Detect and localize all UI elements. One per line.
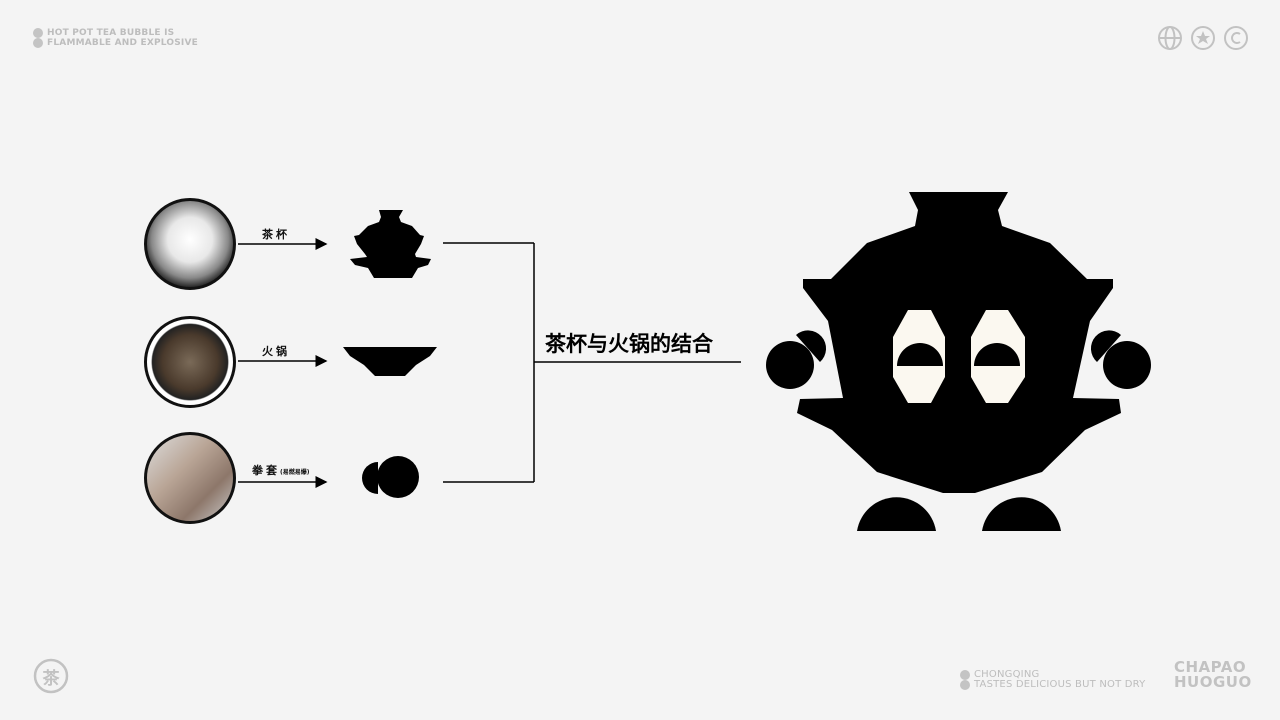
tagline-line-1: HOT POT TEA BUBBLE IS — [47, 28, 175, 38]
copyright-icon[interactable] — [1224, 26, 1248, 50]
left-hand-thumb — [796, 330, 827, 362]
teacup-photo — [144, 198, 236, 290]
left-pupil — [897, 343, 943, 366]
left-hand — [766, 341, 814, 389]
right-pupil — [974, 343, 1020, 366]
mascot-body — [797, 192, 1121, 493]
footer-slogan: CHONGQING TASTES DELICIOUS BUT NOT DRY — [960, 669, 1146, 690]
tea-logo-char: 茶 — [42, 669, 60, 689]
footer-slogan-text: TASTES DELICIOUS BUT NOT DRY — [974, 679, 1146, 690]
footer-city: CHONGQING — [974, 669, 1040, 680]
item-label-glove: 拳套(易燃易爆) — [252, 464, 310, 477]
item-label-teacup: 茶杯 — [262, 228, 290, 241]
hotpot-silhouette-icon — [343, 347, 437, 376]
dots-icon — [33, 28, 43, 48]
tagline-line-2: FLAMMABLE AND EXPLOSIVE — [47, 38, 198, 48]
teacup-silhouette-icon — [350, 210, 431, 278]
brand-line-1: CHAPAO — [1174, 658, 1247, 676]
item-note: (易燃易爆) — [280, 469, 310, 476]
glove-photo — [144, 432, 236, 524]
header-tagline: HOT POT TEA BUBBLE IS FLAMMABLE AND EXPL… — [33, 28, 198, 48]
hotpot-photo — [144, 316, 236, 408]
glove-silhouette-icon — [362, 456, 419, 498]
dots-icon — [960, 670, 970, 690]
brand-line-2: HUOGUO — [1174, 673, 1252, 691]
result-title: 茶杯与火锅的结合 — [545, 332, 713, 356]
left-foot — [857, 497, 936, 531]
header-icons — [1158, 26, 1248, 50]
right-foot — [982, 497, 1061, 531]
right-hand — [1103, 341, 1151, 389]
brand-wordmark: CHAPAO HUOGUO — [1174, 660, 1252, 690]
mascot-illustration — [766, 192, 1151, 531]
right-hand-thumb — [1090, 330, 1121, 362]
tea-logo-icon — [33, 658, 69, 694]
item-label-hotpot: 火锅 — [262, 345, 290, 358]
star-circle-icon[interactable] — [1191, 26, 1215, 50]
connector-lines — [443, 242, 741, 483]
globe-icon[interactable] — [1158, 26, 1182, 50]
